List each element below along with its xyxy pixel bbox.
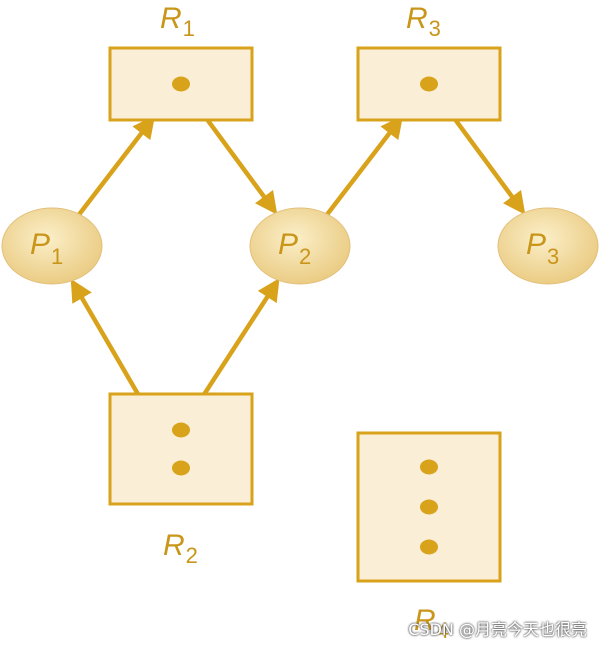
resource-label: R4 bbox=[414, 604, 449, 643]
resource-box bbox=[108, 392, 254, 506]
request-edge-p1-r1 bbox=[68, 115, 156, 227]
resource-instance-dot bbox=[420, 76, 438, 92]
resource-r4 bbox=[356, 431, 502, 583]
process-label: P3 bbox=[526, 228, 559, 269]
resource-instance-dot bbox=[172, 460, 190, 476]
resource-box bbox=[108, 46, 254, 122]
process-p2: P2 bbox=[249, 207, 351, 285]
process-p3: P3 bbox=[497, 207, 599, 285]
resource-label: R3 bbox=[406, 2, 441, 41]
resource-r2 bbox=[108, 392, 254, 506]
watermark: CSDN @月亮今天也很亮 bbox=[408, 620, 587, 639]
resource-r3 bbox=[356, 46, 502, 122]
resource-instance-dot bbox=[420, 499, 438, 515]
nodes-layer: P1 P2 P3 bbox=[1, 46, 599, 583]
process-label: P1 bbox=[30, 228, 63, 269]
resource-r1 bbox=[108, 46, 254, 122]
resource-instance-dot bbox=[420, 459, 438, 475]
process-node bbox=[1, 207, 103, 285]
process-node bbox=[497, 207, 599, 285]
resource-instance-dot bbox=[172, 422, 190, 438]
resource-label: R1 bbox=[160, 2, 195, 41]
resource-label: R2 bbox=[163, 529, 198, 568]
process-label: P2 bbox=[278, 228, 311, 269]
resource-instance-dot bbox=[420, 539, 438, 555]
process-p1: P1 bbox=[1, 207, 103, 285]
request-edge-p2-r3 bbox=[316, 115, 404, 227]
resource-instance-dot bbox=[172, 76, 190, 92]
process-node bbox=[249, 207, 351, 285]
